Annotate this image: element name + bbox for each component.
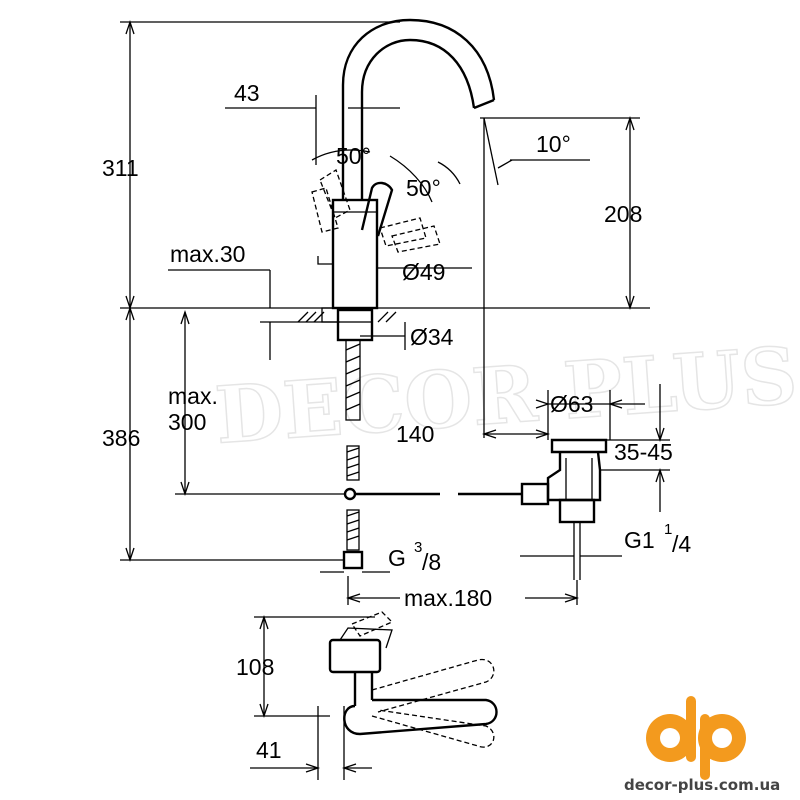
brand-logo: decor-plus.com.ua (624, 696, 780, 794)
dim-thread-g1-1-4: G1 1 /4 (624, 521, 691, 557)
dim-43: 43 (234, 80, 260, 106)
faucet-top-view (250, 611, 498, 780)
dim-41: 41 (256, 737, 282, 763)
dim-140: 140 (396, 421, 434, 447)
dim-35-45: 35-45 (614, 439, 673, 465)
dim-diameter-63: Ø63 (550, 391, 593, 417)
thread-g114-sup: 1 (664, 521, 672, 538)
faucet-body (297, 18, 522, 570)
dim-angle-50-b: 50° (406, 175, 441, 201)
dim-max-300-label: max. (168, 383, 218, 409)
thread-g114-base: G1 (624, 527, 655, 553)
dim-108: 108 (236, 654, 274, 680)
dim-diameter-49: Ø49 (402, 259, 445, 285)
dim-max-30: max.30 (170, 241, 245, 267)
dim-diameter-34: Ø34 (410, 324, 454, 350)
thread-g38-sub: /8 (422, 549, 441, 575)
drain-assembly (520, 438, 608, 580)
brand-url: decor-plus.com.ua (624, 776, 780, 794)
thread-g38-sup: 3 (414, 539, 422, 556)
thread-g114-sub: /4 (672, 531, 691, 557)
dim-angle-50-a: 50° (336, 143, 371, 169)
dp-logo-mark (646, 696, 746, 780)
watermark: DECOR PLUS (213, 330, 800, 461)
dim-208: 208 (604, 201, 642, 227)
dim-386: 386 (102, 425, 140, 451)
dim-angle-10: 10° (536, 131, 571, 157)
dim-max-300-value: 300 (168, 409, 206, 435)
dim-max-180: max.180 (404, 585, 492, 611)
dimension-lines (120, 19, 670, 605)
dim-thread-g-3-8: G 3 /8 (388, 539, 441, 575)
dim-311: 311 (102, 155, 139, 181)
thread-g38-base: G (388, 545, 406, 571)
